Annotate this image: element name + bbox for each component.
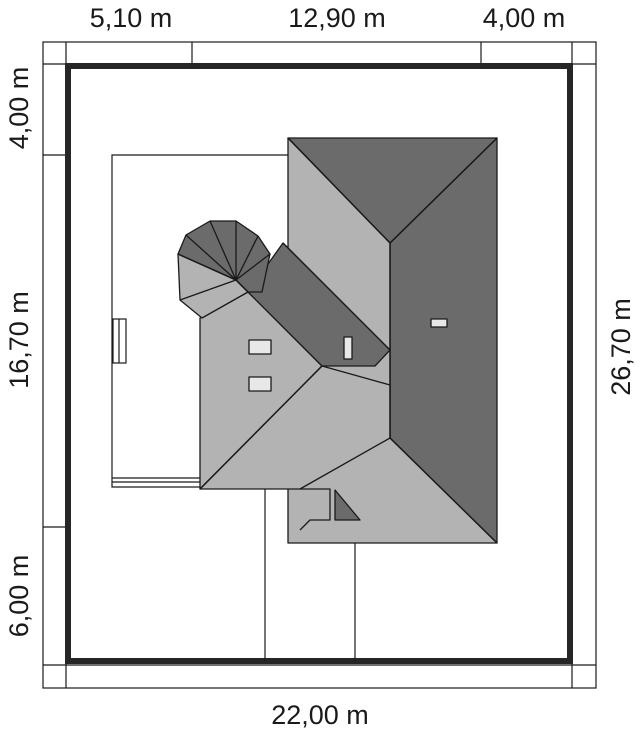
dim-left-middle: 16,70 m [4, 291, 34, 389]
wing-roof-dark-slope [247, 242, 391, 367]
dim-right: 26,70 m [606, 298, 636, 396]
bay-roof-dark-facets [177, 220, 271, 293]
dim-top-left: 5,10 m [90, 3, 173, 33]
dim-left-top: 4,00 m [4, 67, 34, 150]
roof [177, 137, 498, 544]
roof-notch [334, 489, 361, 521]
roof-notch-outline [299, 488, 331, 531]
skylight [248, 376, 272, 392]
plot-boundary [65, 63, 573, 664]
dim-top-right: 4,00 m [483, 3, 566, 33]
dim-left-bottom: 6,00 m [4, 555, 34, 638]
skylight [430, 318, 448, 328]
dim-bottom: 22,00 m [271, 700, 369, 730]
skylight [343, 336, 353, 360]
skylight [248, 339, 272, 355]
driveway-lines [264, 489, 356, 661]
dim-top-middle: 12,90 m [288, 3, 386, 33]
